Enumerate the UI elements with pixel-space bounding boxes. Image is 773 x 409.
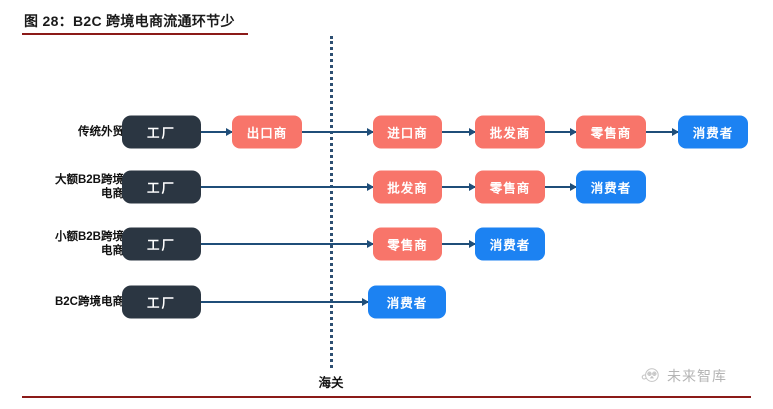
flow-arrow (442, 243, 475, 245)
row-label-line1: 传统外贸 (78, 126, 124, 138)
row-label-line2: 电商 (101, 188, 124, 200)
node-factory[interactable]: 工厂 (122, 285, 201, 319)
node-label: 工厂 (146, 181, 176, 196)
customs-divider-line (330, 36, 333, 368)
flow-row-traditional-trade: 传统外贸 工厂 出口商 进口商 批发商 零售商 消费者 (0, 109, 773, 155)
node-factory[interactable]: 工厂 (122, 115, 201, 149)
node-retailer[interactable]: 零售商 (475, 170, 545, 204)
node-wholesaler[interactable]: 批发商 (373, 170, 442, 204)
flow-arrow (201, 243, 373, 245)
flow-arrow (201, 186, 373, 188)
node-retailer[interactable]: 零售商 (373, 227, 442, 261)
row-label-line1: 大额B2B跨境 (54, 174, 124, 186)
node-wholesaler[interactable]: 批发商 (475, 115, 545, 149)
node-retailer[interactable]: 零售商 (576, 115, 646, 149)
row-label-line1: B2C跨境电商 (54, 296, 124, 308)
node-label: 消费者 (489, 238, 531, 253)
node-importer[interactable]: 进口商 (373, 115, 442, 149)
node-label: 进口商 (387, 126, 428, 141)
flow-arrow (201, 131, 232, 133)
flow-arrow (545, 186, 576, 188)
node-label: 批发商 (489, 126, 531, 141)
flow-arrow (302, 131, 373, 133)
row-label: 小额B2B跨境 电商 (18, 230, 124, 258)
node-consumer[interactable]: 消费者 (475, 227, 545, 261)
node-exporter[interactable]: 出口商 (232, 115, 302, 149)
footer-rule (22, 396, 751, 398)
row-label-line2: 电商 (101, 245, 124, 257)
node-factory[interactable]: 工厂 (122, 227, 201, 261)
customs-divider-label: 海关 (318, 376, 344, 390)
flow-arrow (646, 131, 678, 133)
flow-arrow (201, 301, 368, 303)
node-consumer[interactable]: 消费者 (368, 285, 446, 319)
flow-arrow (545, 131, 576, 133)
page-title: 图 28：B2C 跨境电商流通环节少 (24, 13, 235, 29)
node-consumer[interactable]: 消费者 (678, 115, 748, 149)
watermark-text: 未来智库 (667, 368, 727, 384)
row-label-line1: 小额B2B跨境 (54, 231, 124, 243)
node-label: 零售商 (590, 126, 632, 141)
node-label: 零售商 (489, 181, 531, 196)
row-label: 传统外贸 (18, 125, 124, 139)
node-label: 零售商 (387, 238, 428, 253)
flow-arrow (442, 131, 475, 133)
node-consumer[interactable]: 消费者 (576, 170, 646, 204)
node-label: 批发商 (387, 181, 428, 196)
node-factory[interactable]: 工厂 (122, 170, 201, 204)
node-label: 消费者 (386, 296, 428, 311)
flow-row-b2c: B2C跨境电商 工厂 消费者 (0, 279, 773, 325)
node-label: 出口商 (246, 126, 288, 141)
flow-arrow (442, 186, 475, 188)
row-label: 大额B2B跨境 电商 (18, 173, 124, 201)
owl-logo-icon (640, 367, 662, 385)
row-label: B2C跨境电商 (18, 295, 124, 309)
node-label: 工厂 (146, 296, 176, 311)
flow-row-small-b2b: 小额B2B跨境 电商 工厂 零售商 消费者 (0, 221, 773, 267)
node-label: 消费者 (590, 181, 632, 196)
title-underline (22, 33, 248, 35)
watermark: 未来智库 (640, 366, 727, 386)
node-label: 工厂 (146, 126, 176, 141)
node-label: 工厂 (146, 238, 176, 253)
flow-row-large-b2b: 大额B2B跨境 电商 工厂 批发商 零售商 消费者 (0, 164, 773, 210)
node-label: 消费者 (692, 126, 734, 141)
